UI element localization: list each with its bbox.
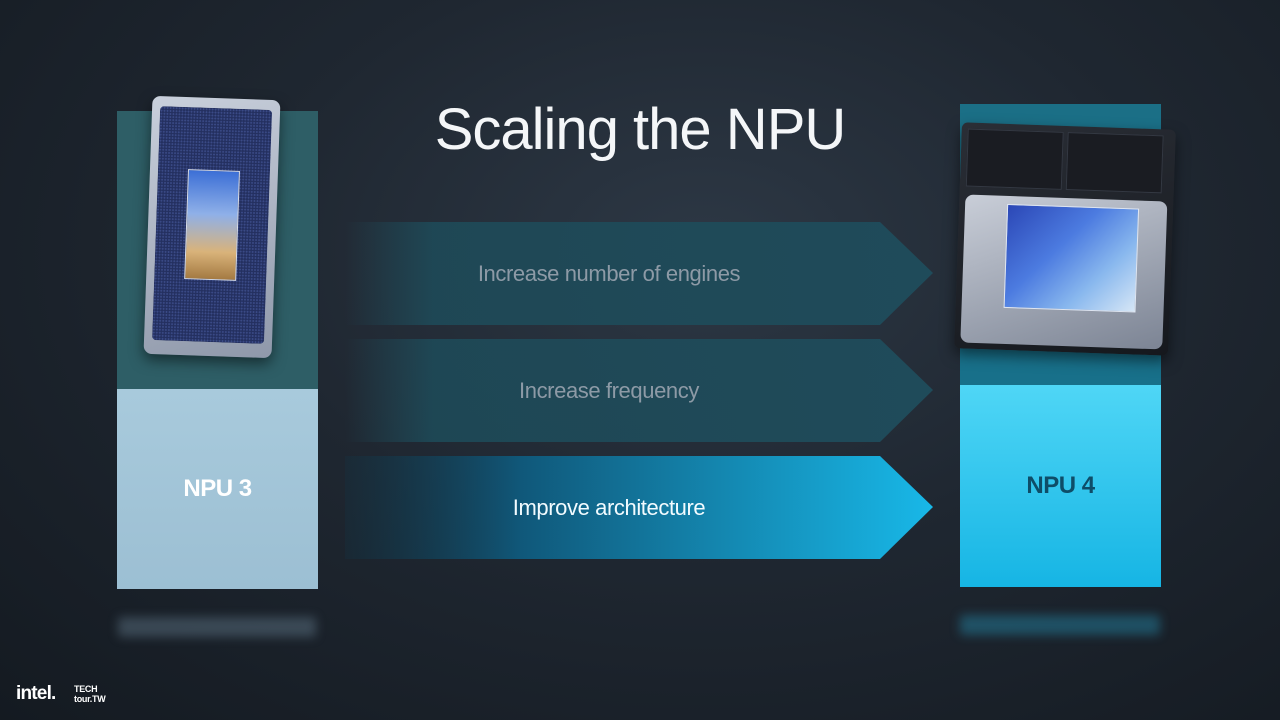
npu4-chip-memory-left <box>965 128 1064 190</box>
npu4-chip-die <box>1003 203 1140 313</box>
tech-tour-line2: tour.TW <box>74 694 106 704</box>
intel-logo: intel. <box>16 683 56 704</box>
npu4-label: NPU 4 <box>1026 472 1095 499</box>
npu3-column-bottom: NPU 3 <box>117 389 318 589</box>
arrow-label: Improve architecture <box>512 494 706 520</box>
tech-tour-logo: TECH tour.TW <box>74 684 106 704</box>
arrow-shape <box>345 339 933 442</box>
arrow-label: Increase frequency <box>519 377 699 403</box>
arrow-increase-frequency: Increase frequency <box>345 339 933 442</box>
npu3-reflection <box>118 617 316 637</box>
npu4-column-bottom: NPU 4 <box>960 385 1161 587</box>
arrow-shape <box>345 222 933 325</box>
arrow-increase-engines: Increase number of engines <box>345 222 933 325</box>
npu4-chip-memory-right <box>1065 132 1164 194</box>
npu3-chip-image <box>143 95 281 359</box>
npu3-label: NPU 3 <box>183 475 252 502</box>
npu4-reflection <box>960 615 1160 635</box>
arrow-improve-architecture: Improve architecture <box>345 456 933 559</box>
npu4-chip-image <box>954 122 1176 356</box>
arrow-shape <box>345 456 933 559</box>
arrow-label: Increase number of engines <box>477 260 741 286</box>
npu3-chip-die <box>184 169 240 281</box>
tech-tour-line1: TECH <box>74 684 98 694</box>
slide-title: Scaling the NPU <box>434 97 847 162</box>
